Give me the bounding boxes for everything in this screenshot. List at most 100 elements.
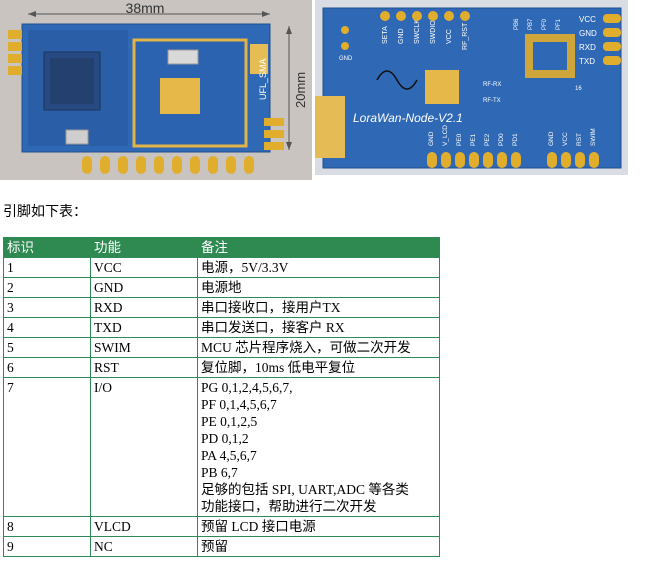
pin-label-gnd: GND [398, 28, 405, 44]
right-pad-3 [264, 142, 284, 150]
dimension-width-label: 38mm [126, 0, 165, 16]
crystal-part [65, 129, 89, 145]
note-line: PA 4,5,6,7 [201, 448, 257, 463]
bottom-pin-pads [427, 152, 599, 168]
cell-function: TXD [90, 317, 198, 338]
pin-label-vcc: VCC [446, 29, 453, 44]
mcu-chip-core [50, 58, 94, 104]
pin-label-swdio: SWDIO [430, 20, 437, 44]
pin-label-seta: SETA [382, 26, 389, 44]
pin-label-bottom-pe2: PE2 [484, 133, 491, 146]
note-line: MCU 芯片程序烧入，可做二次开发 [201, 340, 411, 355]
cell-function: VCC [90, 257, 198, 278]
header-id: 标识 [3, 237, 91, 258]
antenna-label: UFL_SMA [258, 58, 268, 100]
note-line: PE 0,1,2,5 [201, 414, 258, 429]
cell-function: I/O [90, 377, 198, 517]
note-line: 功能接口，帮助进行二次开发 [201, 499, 377, 514]
cell-id: 7 [3, 377, 91, 517]
pin-label-right-rxd: RXD [579, 43, 596, 52]
right-pad-2 [264, 130, 284, 138]
left-pad-3 [8, 54, 22, 63]
note-line: 足够的包括 SPI, UART,ADC 等各类 [201, 482, 409, 497]
pin-label-pb6: PB6 [514, 18, 520, 30]
cell-id: 1 [3, 257, 91, 278]
note-line: 预留 [201, 539, 228, 554]
antenna-connector [250, 44, 268, 74]
gnd-pad-1 [341, 26, 349, 34]
cell-note: PG 0,1,2,4,5,6,7, PF 0,1,4,5,6,7 PE 0,1,2,… [197, 377, 440, 517]
cell-function: SWIM [90, 337, 198, 358]
pin-label-bottom-gnd: GND [428, 131, 435, 146]
left-pad-1 [8, 30, 22, 39]
pin-label-bottom-vlcd: V_LCD [442, 125, 449, 146]
pin-label-bottom-pe1: PE1 [470, 133, 477, 146]
cell-note: 串口发送口，接客户 RX [197, 317, 440, 338]
pin-label-swclk: SWCLK [414, 19, 421, 44]
pin-label-bottom-pe0: PE0 [456, 133, 463, 146]
gnd-label: GND [339, 56, 353, 62]
dimension-arrow-top [286, 26, 292, 34]
top-pin-labels: SETA GND SWCLK SWDIO VCC RF_RST [382, 19, 469, 50]
cell-note: 复位脚，10ms 低电平复位 [197, 357, 440, 378]
board-name: LoraWan-Node-V2.1 [353, 111, 463, 125]
pin-label-right-txd: TXD [579, 57, 595, 66]
pin-number-16: 16 [575, 86, 582, 92]
cell-note: 预留 LCD 接口电源 [197, 516, 440, 537]
board-photo-right: GND SETA GND SWCLK SWDIO VCC RF_RST PB6 … [315, 0, 628, 175]
pin-label-pf1: PF1 [556, 18, 562, 30]
pin-label-pb7: PB7 [528, 18, 534, 30]
rf-crystal [167, 49, 199, 65]
pin-label-bottom-pd0: PD0 [498, 133, 505, 146]
cell-note: MCU 芯片程序烧入，可做二次开发 [197, 337, 440, 358]
cell-function: RXD [90, 297, 198, 318]
pin-label-rf-rst: RF_RST [462, 22, 469, 50]
header-function: 功能 [90, 237, 198, 258]
small-pin-labels: PB6 PB7 PF0 PF1 [514, 18, 562, 30]
rf-rx-label: RF-RX [483, 82, 501, 88]
cell-note: 串口接收口，接用户TX [197, 297, 440, 318]
note-line: PG 0,1,2,4,5,6,7, [201, 380, 293, 395]
board-right-illustration: GND SETA GND SWCLK SWDIO VCC RF_RST PB6 … [315, 7, 622, 169]
cell-id: 4 [3, 317, 91, 338]
note-line: PB 6,7 [201, 465, 238, 480]
gnd-pad-2 [341, 42, 349, 50]
left-pad-4 [8, 66, 22, 75]
cell-id: 6 [3, 357, 91, 378]
board-photo-left: 38mm UFL_SMA 20mm [0, 0, 312, 180]
logo-icon [376, 70, 418, 90]
cell-function: VLCD [90, 516, 198, 537]
dimension-arrow-left [28, 11, 36, 17]
pin-label-bottom-swim: SWIM [590, 128, 597, 146]
right-pad-1 [264, 118, 284, 126]
pad-grid-inner [533, 42, 567, 70]
dimension-height-label: 20mm [293, 72, 308, 108]
pin-label-right-vcc: VCC [579, 15, 596, 24]
cell-note: 电源，5V/3.3V [197, 257, 440, 278]
dimension-arrow-right [262, 11, 270, 17]
cell-note: 预留 [197, 536, 440, 557]
cell-function: NC [90, 536, 198, 557]
rf-tx-label: RF-TX [483, 98, 501, 104]
note-line: 预留 LCD 接口电源 [201, 519, 316, 534]
pin-label-bottom-vcc: VCC [562, 132, 569, 146]
pin-label-pf0: PF0 [542, 18, 548, 30]
cell-function: GND [90, 277, 198, 298]
note-line: PF 0,1,4,5,6,7 [201, 397, 277, 412]
pin-label-bottom-gnd-2: GND [548, 131, 555, 146]
cell-id: 5 [3, 337, 91, 358]
note-line: 电源，5V/3.3V [201, 260, 289, 275]
left-pad-2 [8, 42, 22, 51]
table-header-row: 标识 功能 备注 [3, 237, 440, 258]
